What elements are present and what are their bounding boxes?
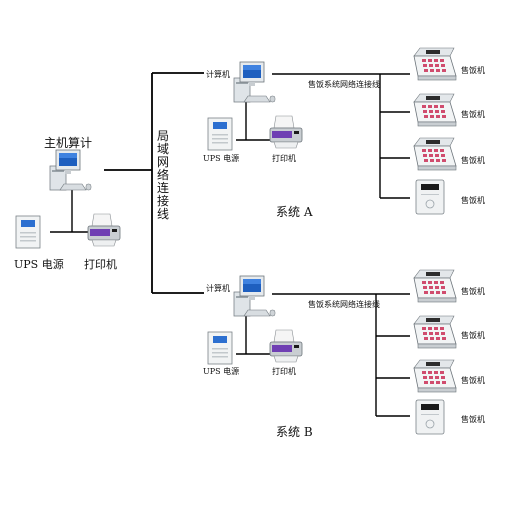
system-b-pos-2-icon: [413, 315, 457, 349]
system-b-terminal-label: 售饭机: [461, 376, 485, 385]
system-a-terminal-label: 售饭机: [461, 196, 485, 205]
system-b-terminal-label: 售饭机: [461, 415, 485, 424]
system-b-ups-label: UPS 电源: [203, 367, 240, 376]
system-b-pos-4-icon: [415, 399, 445, 435]
system-a-terminal-label: 售饭机: [461, 110, 485, 119]
system-a-pos-3-icon: [413, 137, 457, 171]
system-b-computer-label: 计算机: [206, 284, 230, 293]
system-a-printer-label: 打印机: [272, 154, 296, 163]
system-b-title: 系统 B: [276, 425, 313, 439]
system-b-printer-icon: [269, 329, 303, 363]
system-b-ups-icon: [207, 331, 233, 365]
system-a-pos-1-icon: [413, 47, 457, 81]
system-a-ups-icon: [207, 117, 233, 151]
system-b-link-label: 售饭系统网络连接线: [308, 300, 380, 309]
system-a-computer-label: 计算机: [206, 70, 230, 79]
system-a-ups-label: UPS 电源: [203, 154, 240, 163]
main-printer-icon: [87, 213, 121, 247]
system-b-pos-3-icon: [413, 359, 457, 393]
local-links: [50, 73, 410, 417]
system-b-printer-label: 打印机: [272, 367, 296, 376]
main-ups-label: UPS 电源: [14, 258, 64, 271]
system-a-pos-4-icon: [415, 179, 445, 215]
system-a-title: 系统 A: [276, 205, 313, 219]
system-a-terminal-label: 售饭机: [461, 66, 485, 75]
system-a-terminal-label: 售饭机: [461, 156, 485, 165]
connection-lines: [104, 72, 204, 294]
system-b-pos-1-icon: [413, 269, 457, 303]
host-computer-icon: [49, 149, 92, 191]
lan-link-label: 局域网络连接线: [156, 129, 169, 221]
system-a-pos-2-icon: [413, 93, 457, 127]
main-ups-icon: [15, 215, 41, 249]
system-a-computer-icon: [233, 61, 276, 103]
system-b-computer-icon: [233, 275, 276, 317]
system-a-printer-icon: [269, 115, 303, 149]
system-b-terminal-label: 售饭机: [461, 287, 485, 296]
host-label: 主机算计: [44, 136, 93, 150]
system-a-link-label: 售饭系统网络连接线: [308, 80, 380, 89]
main-printer-label: 打印机: [84, 258, 117, 271]
system-b-terminal-label: 售饭机: [461, 331, 485, 340]
